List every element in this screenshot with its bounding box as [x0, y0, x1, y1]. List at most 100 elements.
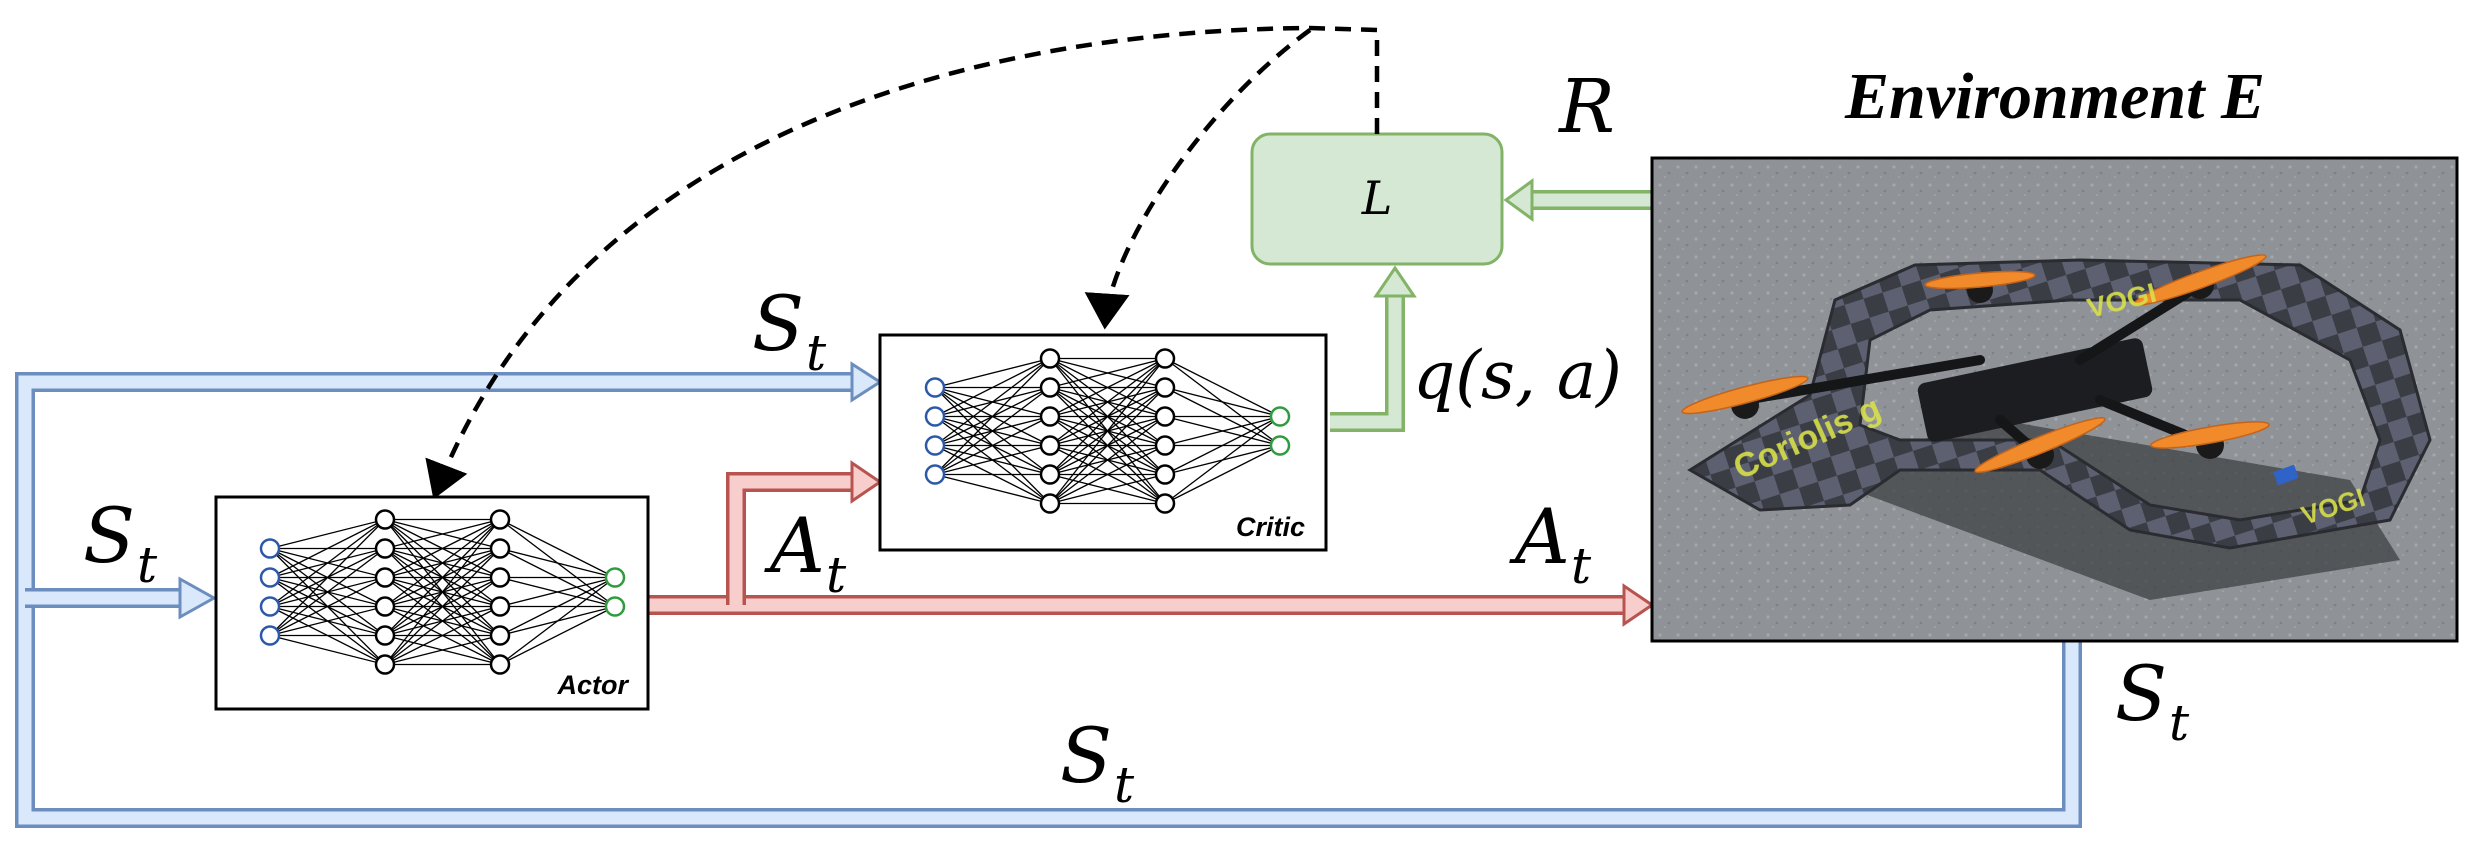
critic-connection [1049, 357, 1166, 418]
actor-connection [384, 634, 501, 666]
actor-label: Actor [556, 670, 629, 700]
actor-connection [384, 518, 501, 550]
actor-connection [269, 518, 386, 550]
critic-hidden-neuron [1039, 493, 1061, 514]
actor-connection [269, 576, 386, 637]
actor-hidden-neuron [374, 654, 396, 675]
critic-connection [934, 415, 1051, 476]
critic-connection [1049, 473, 1166, 505]
critic-connection [1049, 357, 1166, 447]
actor-network: Actor [214, 495, 650, 711]
svg-text:t: t [1571, 537, 1592, 595]
actor-connection [384, 519, 501, 665]
critic-network: Critic [878, 333, 1328, 552]
loss-label: L [1361, 171, 1393, 225]
critic-hidden-neuron [1039, 435, 1061, 456]
critic-hidden-neuron [1154, 377, 1176, 398]
actor-connection [499, 605, 616, 666]
loss-arrows [1330, 190, 1652, 432]
svg-text:S: S [83, 491, 135, 580]
critic-connection [934, 357, 1051, 418]
critic-connection [934, 386, 1051, 476]
actor-hidden-neuron [374, 538, 396, 559]
reward-label: R [1557, 64, 1615, 150]
actor-connection [384, 576, 501, 666]
action-label-right: A t [1509, 492, 1592, 595]
critic-connection [1164, 386, 1281, 418]
svg-text:t: t [137, 536, 158, 594]
actor-input-neuron [259, 625, 281, 646]
critic-hidden-neuron [1154, 493, 1176, 514]
actor-input-neuron [259, 596, 281, 617]
critic-hidden-neuron [1154, 406, 1176, 427]
critic-connection [1164, 415, 1281, 476]
svg-text:S: S [2115, 649, 2167, 738]
svg-text:t: t [1114, 756, 1135, 814]
actor-hidden-neuron [374, 509, 396, 530]
action-to-env-arrowhead [1622, 583, 1655, 627]
critic-hidden-neuron [1039, 377, 1061, 398]
actor-hidden-neuron [489, 625, 511, 646]
state-label-top: S t [752, 279, 827, 382]
actor-connection [384, 519, 501, 636]
critic-connection [1164, 444, 1281, 505]
actor-hidden-neuron [374, 596, 396, 617]
actor-connection [269, 547, 386, 637]
state-to-critic-arrowhead [850, 361, 883, 403]
critic-connection [934, 357, 1051, 389]
critic-connection [1049, 444, 1166, 505]
actor-connection [269, 634, 386, 666]
critic-connection [1049, 358, 1166, 475]
svg-text:A: A [764, 501, 825, 590]
critic-hidden-neuron [1039, 464, 1061, 485]
critic-connection [1049, 415, 1166, 505]
actor-connection [269, 518, 386, 608]
critic-network-graph [924, 348, 1291, 514]
critic-connection [1164, 415, 1281, 505]
svg-text:t: t [826, 546, 847, 604]
environment-image: Coriolis g VOGI VOGI [1650, 156, 2459, 643]
actor-hidden-neuron [374, 625, 396, 646]
svg-text:t: t [2169, 694, 2190, 752]
reward-to-loss-arrowhead [1503, 178, 1534, 222]
dashed-arrow-to-actor [425, 25, 1380, 500]
critic-hidden-neuron [1154, 348, 1176, 369]
action-to-critic-arrowhead [850, 460, 883, 504]
actor-hidden-neuron [489, 654, 511, 675]
critic-hidden-neuron [1154, 435, 1176, 456]
critic-output-neuron [1269, 435, 1291, 456]
critic-connection [1049, 387, 1166, 504]
actor-connection [499, 576, 616, 637]
dashed-arrow-to-critic [1084, 28, 1312, 330]
actor-connection [499, 547, 616, 579]
critic-input-neuron [924, 377, 946, 398]
critic-output-label: q(s, a) [1413, 337, 1622, 414]
actor-connection [499, 576, 616, 666]
actor-output-neuron [604, 596, 626, 617]
critic-connection [934, 473, 1051, 505]
svg-text:S: S [752, 279, 804, 368]
critic-hidden-neuron [1154, 464, 1176, 485]
actor-input-neuron [259, 567, 281, 588]
critic-input-neuron [924, 464, 946, 485]
actor-connection [269, 605, 386, 637]
critic-hidden-neuron [1039, 348, 1061, 369]
actor-connection [384, 518, 501, 608]
svg-text:t: t [806, 324, 827, 382]
state-label-left: S t [83, 491, 158, 594]
actor-hidden-neuron [489, 567, 511, 588]
critic-connection [1049, 357, 1166, 389]
actor-connection [269, 518, 386, 579]
actor-hidden-neuron [489, 538, 511, 559]
actor-hidden-neuron [489, 596, 511, 617]
update-dashed-arrows [425, 25, 1380, 500]
critic-connection [1164, 415, 1281, 447]
state-to-actor-arrowhead [178, 576, 218, 620]
actor-connection [384, 605, 501, 666]
actor-connection [384, 548, 501, 665]
actor-network-graph [259, 509, 626, 675]
state-feedback-loop [15, 372, 2082, 828]
environment-title: Environment E [1844, 60, 2265, 133]
actor-connection [499, 576, 616, 608]
